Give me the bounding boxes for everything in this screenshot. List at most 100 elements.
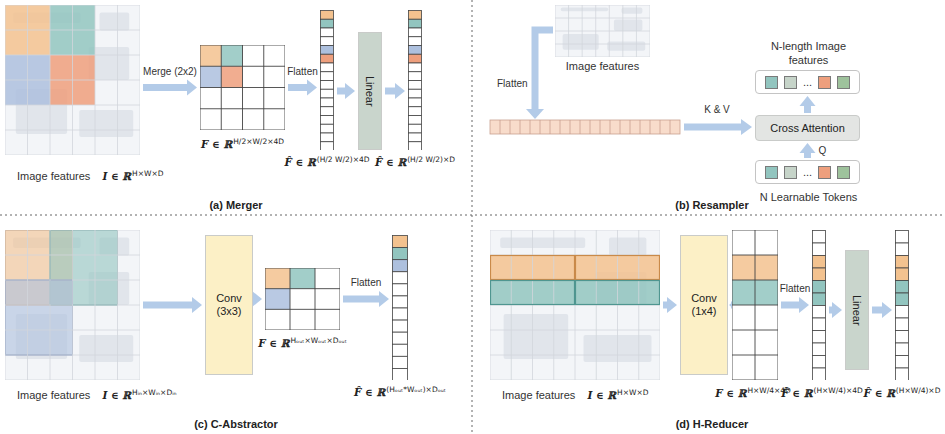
arrow-shaft — [872, 307, 883, 314]
grid-lines — [265, 268, 340, 330]
token-row: ...N Learnable Tokens — [755, 160, 860, 184]
flow-arrow — [385, 83, 405, 99]
box-text: Conv (1x4) — [681, 292, 727, 317]
patch-region — [221, 66, 242, 87]
math-symbol: F̂ ∈ ℝ — [354, 385, 385, 399]
screenshot-detail — [614, 20, 643, 31]
feature-grid — [5, 230, 140, 380]
token-cell — [321, 72, 334, 81]
token-row: ...N-length Image features — [755, 70, 860, 94]
screenshot-detail — [79, 335, 133, 362]
label-group: F̂ ∈ ℝ(H×W/4)×4D — [781, 386, 863, 400]
arrow-head — [741, 119, 752, 135]
token-cell — [896, 318, 909, 331]
box-text: Linear — [364, 76, 377, 107]
label-group: I ∈ ℝH×W×D — [587, 388, 648, 402]
math-symbol: F̂ ∈ ℝ — [285, 155, 316, 169]
conv-layer: Conv (3x3) — [205, 235, 253, 375]
token-cell — [409, 98, 422, 107]
token-cell — [813, 318, 826, 331]
token-cell — [409, 124, 422, 133]
label-row: N Learnable Tokens — [760, 190, 858, 204]
math-shape: H/2×W/2×4D — [233, 137, 284, 146]
math-symbol: I ∈ ℝ — [102, 169, 131, 183]
arrow-head — [800, 96, 816, 106]
label-row: F̂ ∈ ℝ(H×W/4)×4D — [781, 386, 863, 400]
caption-text: Image features — [17, 169, 90, 183]
grid-lines — [200, 45, 285, 130]
screenshot-detail — [561, 8, 609, 12]
token-cell — [321, 133, 334, 142]
kernel-outline — [576, 281, 660, 305]
label-group: Image features — [17, 169, 90, 183]
token-cell — [321, 37, 334, 46]
token-cell — [896, 293, 909, 306]
image-feature-grid: Image featuresI ∈ ℝHᵢₙ×Wᵢₙ×Dᵢₙ — [5, 230, 140, 380]
step-label: K & V — [703, 104, 731, 115]
edge-label: Flatten — [286, 66, 319, 78]
grid-ground — [265, 268, 340, 330]
edge-label: Flatten — [350, 277, 383, 289]
caption-text: Image features — [566, 59, 639, 73]
token-cell — [393, 260, 408, 272]
token-cell — [813, 293, 826, 306]
token-cell — [409, 72, 422, 81]
token-cell — [813, 256, 826, 269]
label-row: Image featuresI ∈ ℝHᵢₙ×Wᵢₙ×Dᵢₙ — [17, 388, 177, 402]
token-cell — [813, 268, 826, 281]
grid-ground — [732, 230, 778, 380]
label-row: Image features I ∈ ℝH×W×D — [502, 388, 649, 402]
panel-caption: (b) Resampler — [675, 199, 748, 211]
token-cell — [321, 142, 334, 150]
box-text: Conv (3x3) — [206, 292, 252, 317]
token-cell — [896, 331, 909, 344]
token-cell — [409, 28, 422, 37]
box-text: Cross Attention — [770, 122, 845, 135]
token-column — [320, 10, 334, 150]
box-text: Linear — [851, 295, 864, 326]
token-cell — [409, 46, 422, 55]
grid-ground — [5, 230, 140, 380]
label-group: Image features — [17, 388, 90, 402]
token-cell — [409, 81, 422, 90]
token-cell — [896, 268, 909, 281]
arrow-head — [800, 143, 816, 153]
edge-label: Flatten — [779, 283, 812, 295]
patch-region — [200, 66, 221, 87]
label-row: F ∈ ℝHₒᵤₜ×Wₒᵤₜ×Dₒᵤₜ — [258, 336, 347, 350]
flow-arrow — [288, 80, 317, 96]
math-symbol: F̂ ∈ ℝ — [864, 386, 895, 400]
flow-arrow — [143, 297, 202, 313]
token-cell — [409, 133, 422, 142]
label-group: F ∈ ℝHₒᵤₜ×Wₒᵤₜ×Dₒᵤₜ — [258, 336, 347, 350]
image-feature-grid: Image features — [555, 5, 650, 57]
label-row: F̂ ∈ ℝ(Hₒᵤₜ*Wₒᵤₜ)×Dₒᵤₜ — [354, 385, 446, 399]
token-cell — [409, 37, 422, 46]
label-group: F̂ ∈ ℝ(Hₒᵤₜ*Wₒᵤₜ)×Dₒᵤₜ — [354, 385, 446, 399]
arrow-head — [379, 291, 389, 307]
label-row: Image featuresI ∈ ℝH×W×D — [17, 169, 164, 183]
token-cell — [321, 81, 334, 90]
label-row: N-length Image features — [759, 38, 859, 67]
screenshot-detail — [563, 34, 599, 50]
reduced-grid: F ∈ ℝH×W/4×4D — [732, 230, 778, 380]
grid-lines — [490, 230, 660, 380]
label-group: F̂ ∈ ℝ(H/2 W/2)×D — [375, 155, 455, 169]
token-cell — [321, 116, 334, 125]
feature-grid — [265, 268, 340, 330]
token-column — [895, 230, 909, 380]
feature-grid — [555, 5, 650, 57]
flow-arrow — [143, 80, 197, 96]
token-square — [784, 76, 797, 89]
grid-lines — [5, 5, 140, 155]
patch-region — [290, 268, 315, 289]
panel-caption: (d) H-Reducer — [676, 418, 749, 430]
panel-caption: (c) C-Abstractor — [194, 418, 278, 430]
edge-label: Q — [818, 145, 828, 157]
label-group: Image features — [566, 59, 639, 73]
label-group: Image features — [502, 388, 575, 402]
token-cell — [409, 89, 422, 98]
arrow-head — [192, 297, 202, 313]
token-cell — [393, 284, 408, 296]
feature-grid — [200, 45, 285, 130]
